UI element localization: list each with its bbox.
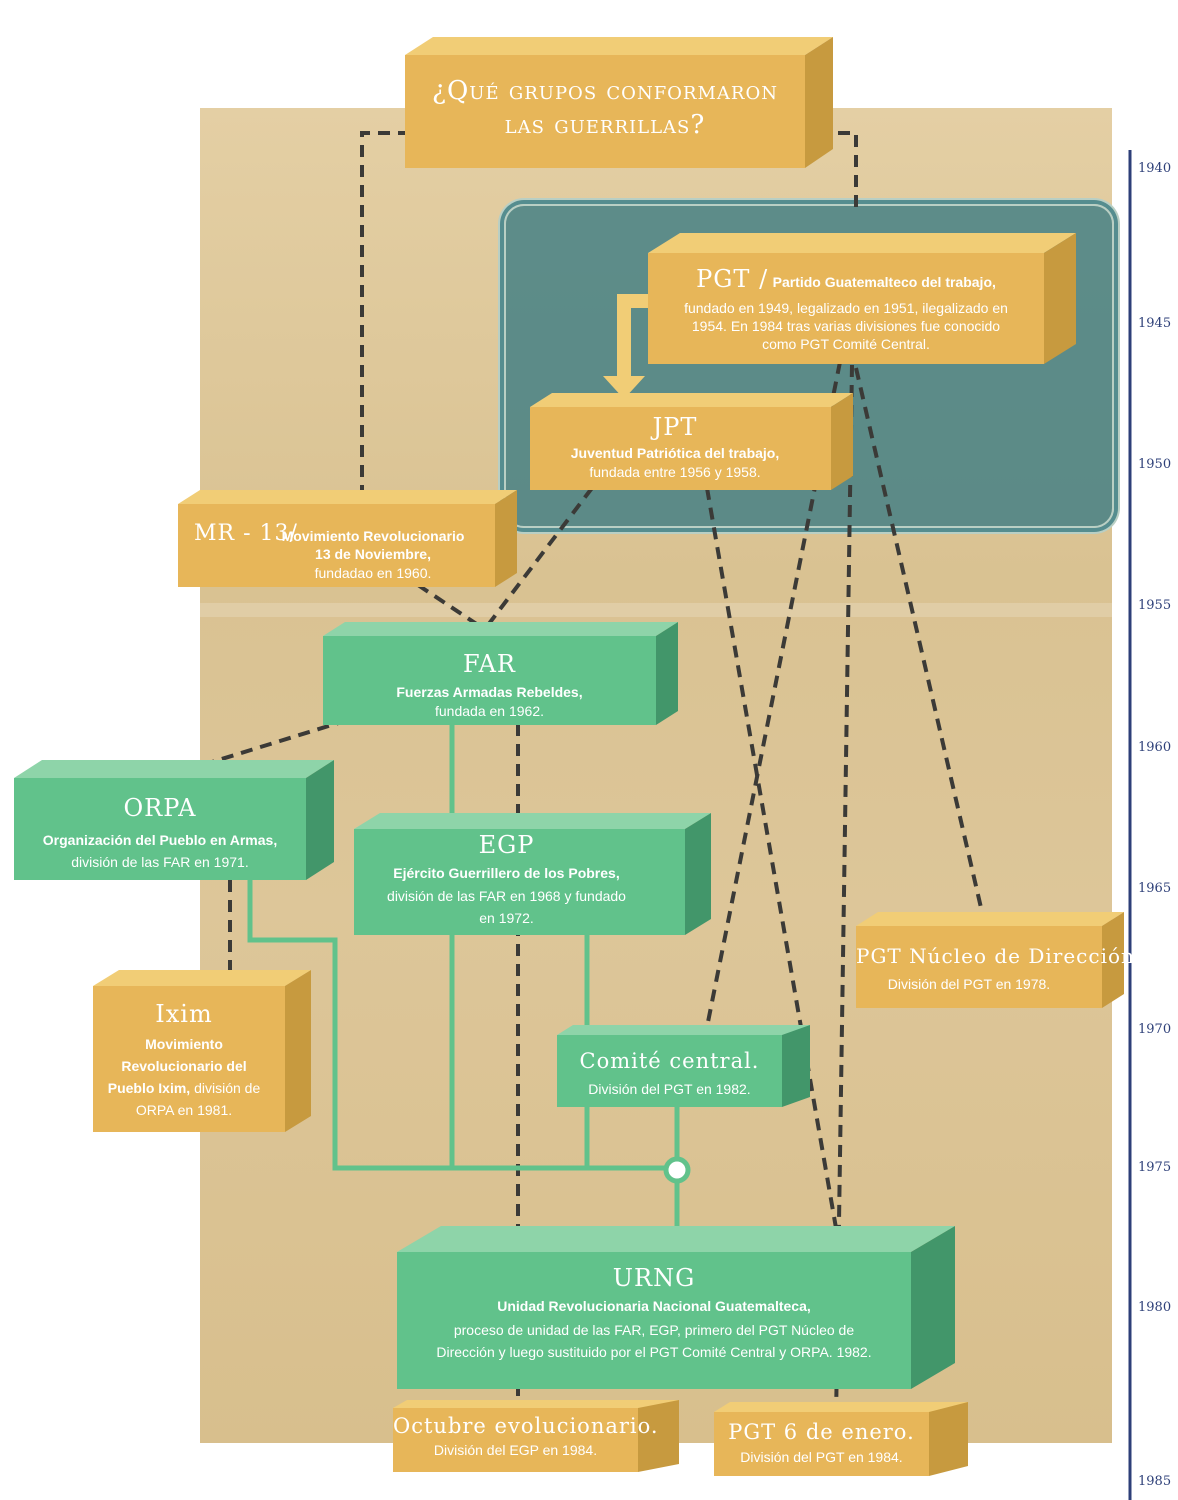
pgt-nucleo-desc-line1: División del PGT en 1978. (887, 976, 1051, 992)
urng-desc-line1: proceso de unidad de las FAR, EGP, prime… (453, 1322, 855, 1338)
mr13-acronym: MR - 13/ (194, 521, 298, 546)
title-to-pgt-line (818, 131, 858, 210)
year-1950: 1950 (1138, 457, 1172, 472)
title-box: ¿Qué grupos conformaron las guerrillas? (405, 37, 833, 168)
pgt-to-pgt6-line (834, 364, 854, 1421)
orpa-name: Organización del Pueblo en Armas, (42, 832, 278, 848)
pgt-acronym: PGT / (696, 265, 769, 293)
mr13-to-far-line (416, 583, 480, 627)
year-1965: 1965 (1138, 881, 1172, 896)
year-1960: 1960 (1138, 740, 1172, 755)
ixim-name-line3: Pueblo Ixim, (107, 1080, 191, 1096)
orpa-to-urng-line (247, 880, 668, 1171)
egp-acronym: EGP (478, 831, 535, 859)
orpa-desc-line1: división de las FAR en 1971. (71, 854, 249, 870)
egp-desc-line1: división de las FAR en 1968 y fundado (387, 888, 626, 904)
urng-acronym: URNG (612, 1264, 696, 1292)
ixim-desc-line1: ORPA en 1981. (135, 1102, 233, 1118)
pgt-desc-line1: fundado en 1949, legalizado en 1951, ile… (684, 300, 1008, 316)
urng-desc-line2: Dirección y luego sustituido por el PGT … (436, 1344, 872, 1360)
far-node: FAR Fuerzas Armadas Rebeldes, fundada en… (323, 622, 678, 725)
octubre-acronym: Octubre evolucionario. (393, 1414, 659, 1438)
urng-name: Unidad Revolucionaria Nacional Guatemalt… (497, 1298, 811, 1314)
title-line2: las guerrillas? (504, 110, 706, 140)
pgt6-acronym: PGT 6 de enero. (728, 1420, 915, 1444)
far-acronym: FAR (463, 650, 516, 678)
ixim-node: Ixim Movimiento Revolucionario del Puebl… (93, 970, 311, 1132)
year-1975: 1975 (1138, 1160, 1172, 1175)
urng-node: URNG Unidad Revolucionaria Nacional Guat… (397, 1226, 955, 1389)
year-1940: 1940 (1138, 161, 1172, 176)
pgt-to-comite-line (704, 361, 842, 1033)
mr13-name-line1: Movimiento Revolucionario (281, 528, 465, 544)
year-1955: 1955 (1138, 598, 1172, 613)
orpa-acronym: ORPA (123, 794, 197, 822)
mr13-name-line2: 13 de Noviembre, (315, 546, 431, 562)
jpt-acronym: JPT (652, 413, 698, 441)
pgt-nucleo-node: PGT Núcleo de Dirección. División del PG… (856, 912, 1143, 1008)
mr13-node: MR - 13/ Movimiento Revolucionario 13 de… (178, 490, 517, 587)
pgt-to-jpt-arrow (603, 294, 648, 399)
merge-node (663, 1156, 691, 1184)
jpt-desc-line1: fundada entre 1956 y 1958. (589, 464, 761, 480)
far-to-orpa-line (211, 718, 349, 764)
ixim-acronym: Ixim (155, 1000, 213, 1028)
octubre-node: Octubre evolucionario. División del EGP … (393, 1400, 679, 1472)
egp-name: Ejército Guerrillero de los Pobres, (393, 865, 620, 881)
mr13-desc-line1: fundadao en 1960. (314, 565, 432, 581)
ixim-name-line1: Movimiento (145, 1036, 223, 1052)
octubre-desc-line1: División del EGP en 1984. (433, 1442, 598, 1458)
pgt-name: Partido Guatemalteco del trabajo, (772, 274, 996, 290)
pgt6-node: PGT 6 de enero. División del PGT en 1984… (714, 1402, 968, 1476)
title-to-mr13-line (360, 131, 410, 495)
orpa-node: ORPA Organización del Pueblo en Armas, d… (14, 760, 334, 880)
egp-node: EGP Ejército Guerrillero de los Pobres, … (354, 813, 711, 935)
comite-acronym: Comité central. (579, 1049, 760, 1073)
pgt-node: PGT / Partido Guatemalteco del trabajo, … (648, 233, 1076, 364)
year-1985: 1985 (1138, 1474, 1172, 1489)
pgt-to-nucleo-line (854, 367, 984, 913)
year-1980: 1980 (1138, 1300, 1172, 1315)
pgt-nucleo-acronym: PGT Núcleo de Dirección. (856, 944, 1143, 968)
jpt-name: Juventud Patriótica del trabajo, (570, 445, 780, 461)
comite-node: Comité central. División del PGT en 1982… (557, 1025, 810, 1107)
year-1945: 1945 (1138, 316, 1172, 331)
pgt-desc-line2: 1954. En 1984 tras varias divisiones fue… (691, 318, 1001, 334)
pgt-desc-line3: como PGT Comité Central. (762, 336, 930, 352)
ixim-desc-inline: división de (190, 1080, 261, 1096)
ixim-name-line2: Revolucionario del (121, 1058, 247, 1074)
jpt-node: JPT Juventud Patriótica del trabajo, fun… (530, 393, 853, 490)
far-desc-line1: fundada en 1962. (435, 703, 544, 719)
title-line1: ¿Qué grupos conformaron (432, 76, 778, 106)
jpt-to-far-line (486, 486, 594, 627)
jpt-to-urng-line (705, 487, 838, 1229)
year-1970: 1970 (1138, 1022, 1172, 1037)
far-name: Fuerzas Armadas Rebeldes, (396, 684, 583, 700)
comite-desc-line1: División del PGT en 1982. (588, 1081, 751, 1097)
egp-desc-line2: en 1972. (479, 910, 534, 926)
pgt6-desc-line1: División del PGT en 1984. (740, 1449, 903, 1465)
